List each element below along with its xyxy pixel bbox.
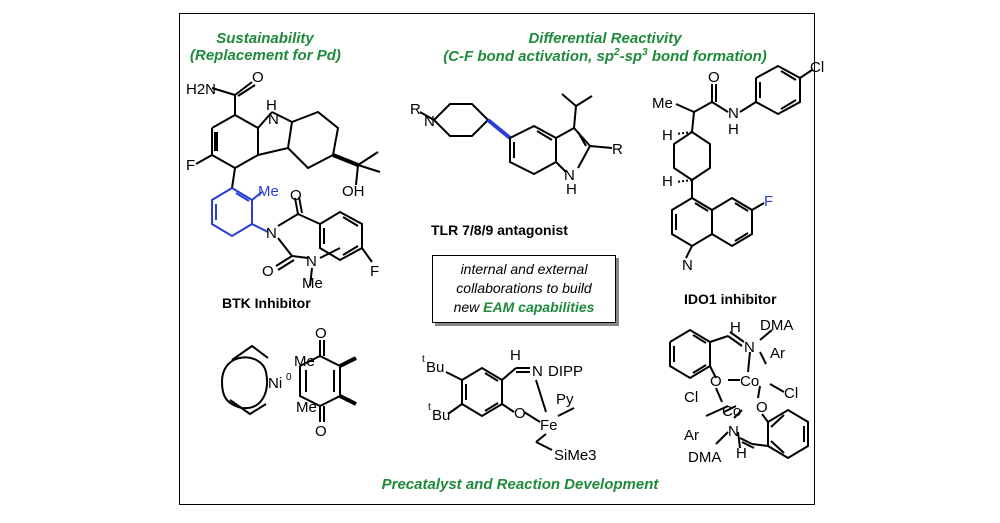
- atom-labels: H2N O H N F OH Me O N O N Me F R N N H R…: [186, 59, 824, 466]
- btk-nh-h: H: [266, 97, 277, 114]
- tlr-nh-n: N: [564, 167, 575, 184]
- ni-me2: Me: [296, 399, 317, 416]
- ido1-quin-n: N: [682, 257, 693, 274]
- ido1-structure: [671, 64, 813, 259]
- ido1-h2: H: [662, 173, 673, 190]
- fe-tbu1-sup: t: [422, 354, 425, 365]
- btk-inhibitor-structure: [195, 81, 381, 189]
- ni-me1: Me: [294, 353, 315, 370]
- tlr-label: TLR 7/8/9 antagonist: [431, 222, 568, 238]
- co-imine-h2: H: [736, 445, 747, 462]
- ni-complex-structure: [221, 340, 357, 422]
- fe-py: Py: [556, 391, 574, 408]
- co-o1: O: [710, 373, 722, 390]
- co-ar1: Ar: [770, 345, 785, 362]
- ido1-label: IDO1 inhibitor: [684, 291, 777, 307]
- co-n2: N: [728, 423, 739, 440]
- sustainability-header: Sustainability (Replacement for Pd): [190, 30, 341, 64]
- co-imine-h1: H: [730, 319, 741, 336]
- ido1-cl: Cl: [810, 59, 824, 76]
- ni-o2: O: [315, 423, 327, 440]
- tlr-structure: [419, 93, 613, 176]
- figure-frame: [179, 13, 815, 505]
- btk-blue-aryl: [211, 187, 263, 238]
- ni-atom: Ni: [268, 375, 282, 392]
- ido1-f: F: [764, 193, 773, 210]
- btk-nh-n: N: [268, 111, 279, 128]
- btk-o1: O: [290, 187, 302, 204]
- co-ar2: Ar: [684, 427, 699, 444]
- reactivity-header: Differential Reactivity (C-F bond activa…: [443, 30, 767, 65]
- co-n1: N: [744, 339, 755, 356]
- co-cl1: Cl: [784, 385, 798, 402]
- fe-tbu1: Bu: [426, 359, 444, 376]
- btk-oh: OH: [342, 183, 365, 200]
- btk-n2: N: [306, 253, 317, 270]
- fe-tbu2-sup: t: [428, 402, 431, 413]
- ido1-me: Me: [652, 95, 673, 112]
- ido1-o: O: [708, 69, 720, 86]
- tlr-r2: R: [612, 141, 623, 158]
- ni-oxidation: 0: [286, 372, 292, 383]
- tlr-n: N: [424, 113, 435, 130]
- btk-o2: O: [262, 263, 274, 280]
- btk-n1: N: [266, 225, 277, 242]
- fe-complex-structure: [445, 366, 575, 451]
- fe-sime3: SiMe3: [554, 447, 597, 464]
- btk-h2n: H2N: [186, 81, 216, 98]
- co-dma2: DMA: [688, 449, 721, 466]
- btk-me: Me: [258, 183, 279, 200]
- btk-f1: F: [186, 157, 195, 174]
- fe-tbu2: Bu: [432, 407, 450, 424]
- co-o2: O: [756, 399, 768, 416]
- btk-n-me: Me: [302, 275, 323, 292]
- fe-o: O: [514, 405, 526, 422]
- ido1-nh-h: H: [728, 121, 739, 138]
- ido1-h1: H: [662, 127, 673, 144]
- fe-dipp: DIPP: [548, 363, 583, 380]
- co-atom2: Co: [722, 403, 741, 420]
- fe-n: N: [532, 363, 543, 380]
- btk-label: BTK Inhibitor: [222, 295, 311, 311]
- fe-atom: Fe: [540, 417, 558, 434]
- tlr-r1: R: [410, 101, 421, 118]
- tlr-nh-h: H: [566, 181, 577, 198]
- co-cl2: Cl: [684, 389, 698, 406]
- btk-f2: F: [370, 263, 379, 280]
- collaboration-callout: internal and external collaborations to …: [432, 255, 616, 323]
- ni-o1: O: [315, 325, 327, 342]
- co-dma1: DMA: [760, 317, 793, 334]
- co-atom1: Co: [740, 373, 759, 390]
- ido1-n: N: [728, 105, 739, 122]
- fe-imine-h: H: [510, 347, 521, 364]
- footer-caption: Precatalyst and Reaction Development: [381, 476, 659, 493]
- btk-amide-o: O: [252, 69, 264, 86]
- co-complex-structure: [669, 328, 809, 460]
